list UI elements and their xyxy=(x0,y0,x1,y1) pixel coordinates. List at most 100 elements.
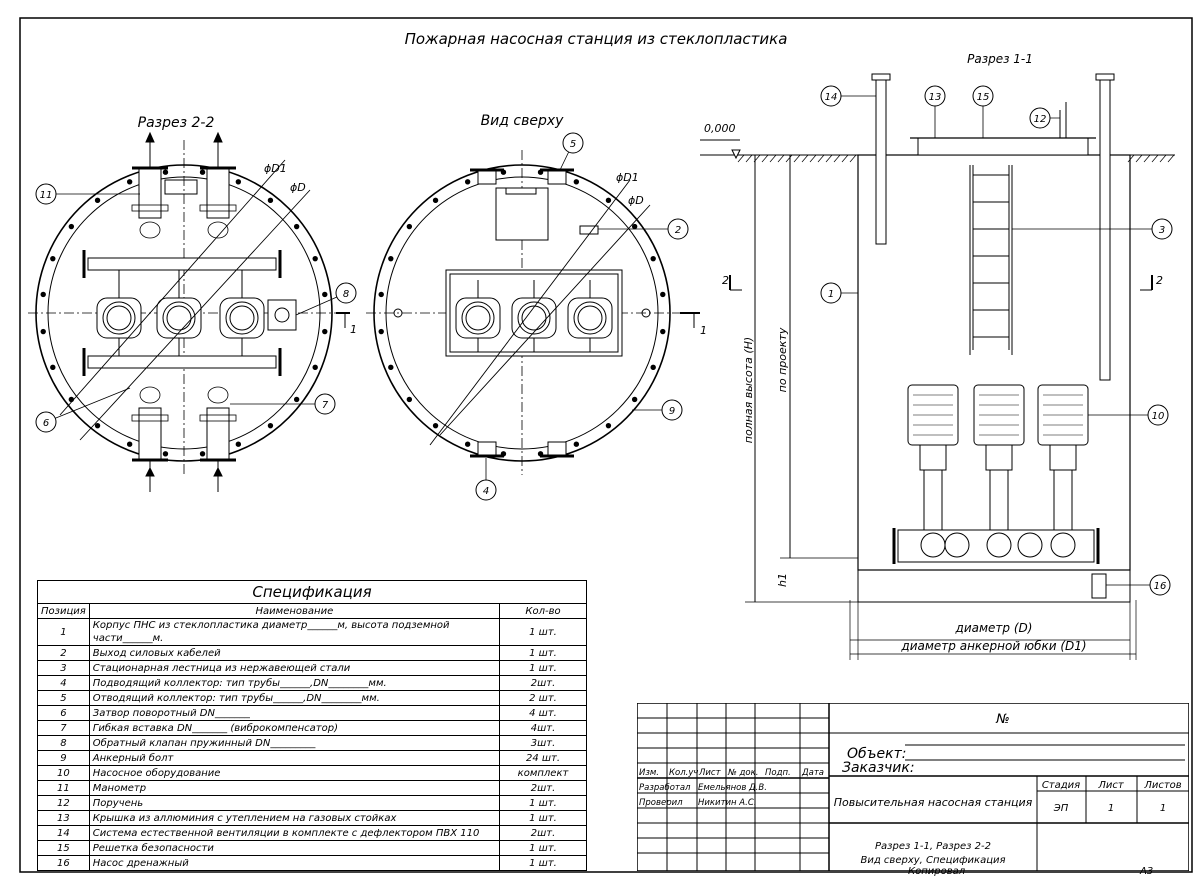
spec-header-qty: Кол-во xyxy=(499,603,587,619)
callout-label: 4 xyxy=(483,486,489,497)
ground-hatch-line xyxy=(1151,154,1159,163)
pump-group-22 xyxy=(96,270,265,356)
spec-cell-position: 9 xyxy=(37,750,90,766)
stamp-checked-label: Проверил xyxy=(639,798,683,808)
ground-hatch-line xyxy=(769,154,777,163)
dim-by-project: по проекту xyxy=(776,327,789,392)
anchor-bolt xyxy=(235,179,242,185)
anchor-bolt xyxy=(199,451,206,457)
spec-cell-qty: 1 шт. xyxy=(499,795,587,811)
anchor-bolt xyxy=(162,451,169,457)
stamp-object: Объект: xyxy=(847,746,907,762)
spec-cell-position: 16 xyxy=(37,855,90,871)
spec-cell-qty: 2 шт. xyxy=(499,690,587,706)
spec-title: Спецификация xyxy=(37,580,587,603)
dim-anchor-diameter: диаметр анкерной юбки (D1) xyxy=(900,639,1086,653)
cut-mark-2-right: 2 xyxy=(1156,274,1163,287)
anchor-bolt xyxy=(631,223,638,230)
spec-cell-position: 11 xyxy=(37,780,90,796)
spec-cell-qty: 2шт. xyxy=(499,825,587,841)
spec-header-row: Позиция Наименование Кол-во xyxy=(37,603,587,619)
spec-cell-qty: 2шт. xyxy=(499,780,587,796)
section-2-2-label: Разрез 2-2 xyxy=(138,115,215,131)
stamp-copied: Копировал xyxy=(908,866,966,877)
ground-hatch-line xyxy=(841,154,849,163)
spec-cell-qty: 1 шт. xyxy=(499,660,587,676)
callout-label: 8 xyxy=(343,289,349,300)
anchor-bolt xyxy=(68,223,75,230)
spec-cell-qty: 24 шт. xyxy=(499,750,587,766)
stamp-col-kol: Кол.уч xyxy=(669,768,698,778)
spec-cell-name: Крышка из аллюминия с утеплением на газо… xyxy=(88,810,501,826)
callout-bubble xyxy=(314,393,336,415)
spec-cell-name: Выход силовых кабелей xyxy=(88,645,501,661)
callout-bubble xyxy=(35,411,57,433)
anchor-bolt xyxy=(267,197,274,204)
anchor-bolt xyxy=(388,255,394,262)
stamp-col-date: Дата xyxy=(801,768,824,778)
ground-hatch-line xyxy=(785,154,793,163)
spec-cell-qty: 1 шт. xyxy=(499,840,587,856)
specification-table: Спецификация Позиция Наименование Кол-во… xyxy=(37,580,587,871)
stamp-sheet: 1 xyxy=(1108,803,1114,814)
sheet-frame xyxy=(19,17,1193,873)
ground-hatch-line xyxy=(737,154,745,163)
spec-cell-name: Насосное оборудование xyxy=(88,765,501,781)
spec-cell-name: Гибкая вставка DN_______ (виброкомпенсат… xyxy=(88,720,501,736)
title-block: № Объект: Заказчик: Изм. Кол.уч Лист № д… xyxy=(637,703,1189,871)
dim-d1-left: ϕD1 xyxy=(264,162,287,175)
section-2-2-view xyxy=(28,131,350,492)
spec-cell-position: 5 xyxy=(37,690,90,706)
cut-mark-2-left: 2 xyxy=(722,274,729,287)
ground-hatch-line xyxy=(801,154,809,163)
ladder-rungs xyxy=(973,174,1009,338)
ground-hatch-line xyxy=(833,154,841,163)
stamp-checker: Никитин А.С. xyxy=(698,798,756,808)
spec-cell-name: Отводящий коллектор: тип трубы______,DN_… xyxy=(88,690,501,706)
callout-bubble xyxy=(475,479,497,501)
spec-cell-position: 12 xyxy=(37,795,90,811)
callout-bubble xyxy=(924,85,946,107)
callout-bubble xyxy=(35,183,57,205)
ground-hatch-line xyxy=(1159,154,1167,163)
callout-bubble xyxy=(1029,107,1051,129)
ground-hatch-line xyxy=(761,154,769,163)
anchor-bolt xyxy=(312,255,318,262)
spec-cell-name: Стационарная лестница из нержавеющей ста… xyxy=(88,660,501,676)
spec-cell-name: Подводящий коллектор: тип трубы______,DN… xyxy=(88,675,501,691)
spec-cell-qty: 4шт. xyxy=(499,720,587,736)
spec-cell-qty: 2шт. xyxy=(499,675,587,691)
stamp-col-doc: № док. xyxy=(727,768,758,778)
stamp-sheets-label: Листов xyxy=(1143,780,1181,791)
anchor-bolt xyxy=(573,179,580,185)
stamp-format: А3 xyxy=(1140,866,1154,877)
anchor-bolt xyxy=(605,422,612,429)
stamp-customer: Заказчик: xyxy=(842,760,915,776)
spec-cell-name: Анкерный болт xyxy=(88,750,501,766)
top-view xyxy=(366,150,700,475)
anchor-bolt xyxy=(50,364,56,371)
anchor-bolt xyxy=(322,328,328,335)
stamp-sheets: 1 xyxy=(1160,803,1166,814)
callout-label: 13 xyxy=(929,92,942,103)
spec-cell-name: Корпус ПНС из стеклопластика диаметр____… xyxy=(88,618,501,646)
spec-header-position: Позиция xyxy=(37,603,90,619)
callout-bubble xyxy=(820,85,842,107)
spec-cell-qty: 1 шт. xyxy=(499,618,587,646)
anchor-bolt xyxy=(293,396,300,403)
callout-label: 14 xyxy=(825,92,838,103)
dim-d-left: ϕD xyxy=(290,181,306,194)
callout-label: 1 xyxy=(828,289,834,300)
spec-cell-qty: комплект xyxy=(499,765,587,781)
anchor-bolt xyxy=(650,364,656,371)
spec-cell-name: Поручень xyxy=(88,795,501,811)
